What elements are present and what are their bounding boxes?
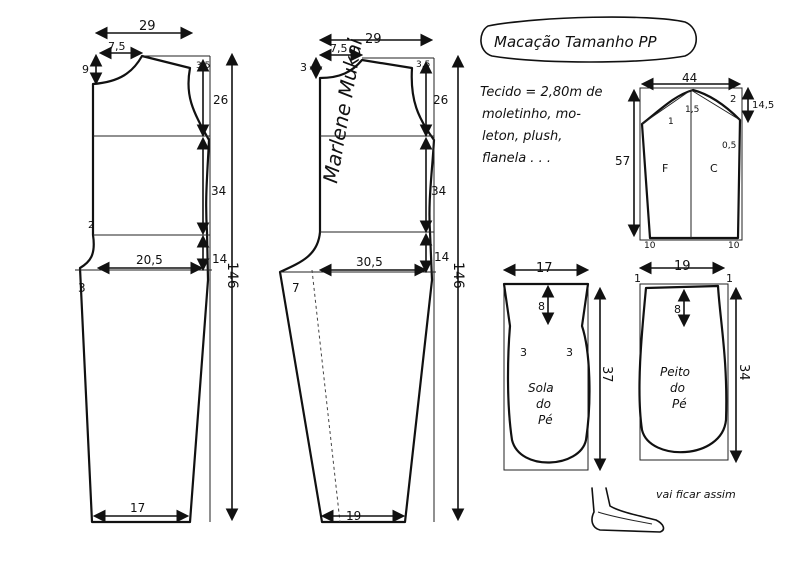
foot-seam [597, 511, 653, 525]
instep-pattern: 19 8 1 1 34 Peito do Pé [634, 259, 751, 464]
back-hip-width-label: 30,5 [356, 255, 383, 269]
front-pattern: 29 7,5 9 3,5 26 34 14 146 20,5 3 2 17 [75, 19, 240, 524]
back-neck-drop-label: 3 [300, 61, 307, 74]
sole-bounding-box [503, 283, 589, 471]
title-block: Macação Tamanho PP [480, 16, 698, 63]
sole-label-1: Sola [528, 381, 554, 395]
fabric-note-line-3: leton, plush, [482, 129, 562, 144]
sole-label-3: Pé [538, 413, 553, 427]
foot-sketch [591, 487, 665, 533]
result-note: vai ficar assim [656, 488, 736, 501]
instep-outline [638, 284, 728, 454]
sleeve-width-label: 44 [682, 71, 697, 85]
instep-width-label: 19 [674, 259, 691, 274]
instep-depth-label: 8 [674, 303, 681, 316]
back-crotch-label: 14 [434, 250, 449, 264]
front-pattern-outline [78, 54, 211, 524]
front-waist-mark-label: 2 [88, 220, 94, 231]
back-width-label: 29 [365, 32, 382, 47]
sleeve-mark-2-label: 2 [730, 94, 736, 105]
front-hem-width-label: 17 [130, 501, 145, 515]
sole-mark-left-label: 3 [520, 346, 527, 359]
sole-mark-right-label: 3 [566, 346, 573, 359]
back-armhole-label: 26 [433, 93, 448, 107]
sleeve-back-label: C [710, 162, 718, 175]
front-crotch-label: 14 [212, 252, 227, 266]
front-waist-length-label: 34 [211, 184, 226, 198]
signature-text: Marlene Mukai [318, 36, 367, 185]
back-hem-width-label: 19 [346, 509, 361, 523]
back-crotch-ext-label: 7 [292, 281, 300, 295]
instep-label-1: Peito [660, 365, 690, 379]
front-total-length-label: 146 [224, 262, 240, 289]
back-pattern-outline [278, 58, 436, 524]
sleeve-cuff-left-label: 10 [644, 241, 656, 251]
sleeve-cap-height-label: 14,5 [752, 100, 774, 111]
front-neck-width-label: 7,5 [108, 40, 126, 53]
sole-length-label: 37 [599, 366, 614, 383]
result-sketch: vai ficar assim [591, 487, 736, 533]
instep-mark-left-label: 1 [634, 272, 641, 285]
sleeve-cap-left [641, 89, 692, 125]
back-shoulder-drop-label: 3,5 [416, 60, 430, 70]
sleeve-pattern: 44 57 14,5 2 1 1,5 0,5 F C 10 10 [615, 71, 774, 251]
front-width-label: 29 [139, 19, 156, 34]
fabric-note-line-4: flanela . . . [482, 151, 551, 166]
sleeve-cap-right [690, 89, 741, 121]
sole-depth-label: 8 [538, 300, 545, 313]
instep-label-3: Pé [672, 397, 687, 411]
sole-label-2: do [536, 397, 551, 411]
fabric-note: Tecido = 2,80m de moletinho, mo- leton, … [480, 85, 602, 166]
front-crotch-ext-label: 3 [78, 281, 86, 295]
title-bubble [480, 16, 698, 63]
sleeve-mark-1-5-label: 1,5 [685, 105, 699, 115]
page-title: Macação Tamanho PP [494, 33, 658, 51]
front-neck-drop-label: 9 [82, 63, 89, 76]
sole-outline [502, 282, 591, 464]
instep-mark-right-label: 1 [726, 272, 733, 285]
front-armhole-label: 26 [213, 93, 228, 107]
back-pattern: 29 7,5 3 3,5 26 34 14 146 30,5 7 19 [278, 32, 466, 524]
sole-width-label: 17 [536, 261, 553, 276]
back-neck-width-label: 7,5 [330, 42, 348, 55]
sole-pattern: 17 8 3 3 37 Sola do Pé [502, 261, 614, 472]
back-waist-length-label: 34 [431, 184, 446, 198]
back-total-length-label: 146 [450, 262, 466, 289]
sleeve-cuff-right-label: 10 [728, 241, 740, 251]
sleeve-length-label: 57 [615, 154, 630, 168]
fabric-note-line-1: Tecido = 2,80m de [480, 85, 602, 100]
instep-length-label: 34 [736, 364, 751, 381]
sleeve-front-label: F [662, 162, 668, 175]
back-grain-guide [311, 269, 341, 523]
fabric-note-line-2: moletinho, mo- [482, 107, 581, 122]
front-hip-width-label: 20,5 [136, 253, 163, 267]
sleeve-mark-1-label: 1 [668, 117, 674, 127]
instep-label-2: do [670, 381, 685, 395]
sleeve-mark-0-5-label: 0,5 [722, 141, 736, 151]
